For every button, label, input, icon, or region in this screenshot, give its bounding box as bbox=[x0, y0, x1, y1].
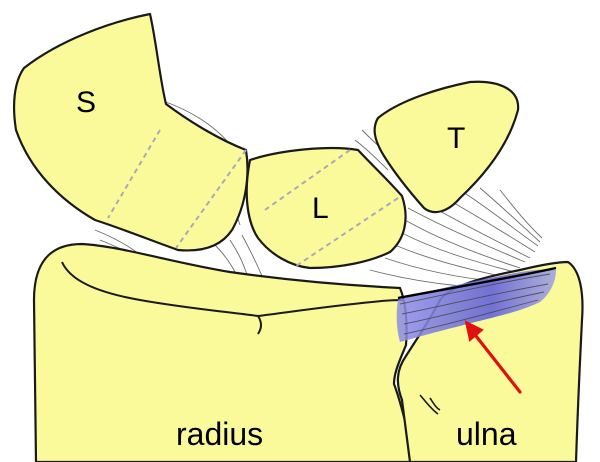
scaphoid-dashed-axis-1 bbox=[107, 129, 161, 219]
triquetrum-bone bbox=[373, 80, 520, 214]
scaphoid-bone bbox=[12, 12, 249, 252]
ulna-styloid-detail bbox=[419, 394, 441, 415]
lunate-dashed-axis-2 bbox=[295, 197, 399, 267]
scaphoid-label: S bbox=[76, 86, 96, 119]
tfcc-highlight bbox=[396, 266, 557, 342]
triquetrum-label: T bbox=[447, 122, 465, 155]
tfcc-pointer-arrow bbox=[464, 320, 522, 394]
radius-label: radius bbox=[176, 416, 263, 452]
radius-articular-rim-right bbox=[257, 299, 405, 317]
lunate-bone bbox=[245, 146, 407, 270]
ulna-label: ulna bbox=[456, 416, 517, 452]
lunate-label: L bbox=[312, 192, 329, 225]
scaphoid-dashed-axis-2 bbox=[175, 149, 247, 249]
radius-articular-rim bbox=[61, 261, 262, 335]
